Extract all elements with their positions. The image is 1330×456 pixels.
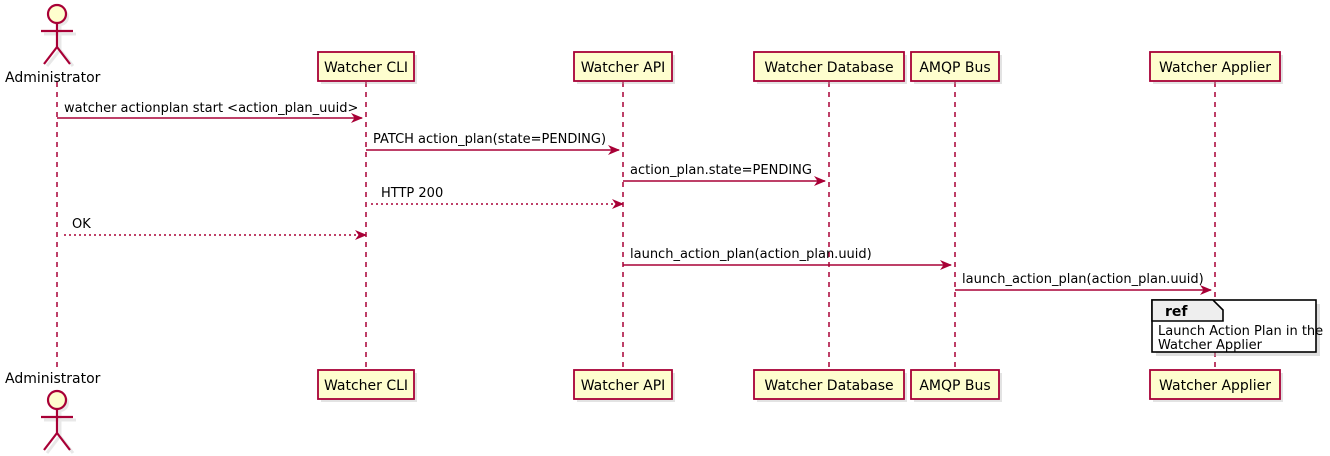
actor-head-icon <box>46 389 68 411</box>
participant-label-watcher-database: Watcher Database <box>764 60 893 76</box>
message-label: launch_action_plan(action_plan.uuid) <box>630 247 872 262</box>
participant-label-amqp-bus: AMQP Bus <box>919 60 990 76</box>
ref-fragment-body-line-1: Launch Action Plan in the <box>1158 324 1323 339</box>
actor-administrator-bottom[interactable]: Administrator <box>5 371 101 454</box>
participant-box <box>317 51 415 82</box>
message-label: action_plan.state=PENDING <box>630 163 812 178</box>
actor-leg-right-icon <box>56 432 71 451</box>
participant-label-watcher-api: Watcher API <box>581 60 666 76</box>
message-patch-action-plan[interactable]: PATCH action_plan(state=PENDING) <box>366 132 620 155</box>
participant-boxes-bottom: Watcher CLI Watcher API Watcher Database… <box>317 369 1283 402</box>
participant-box <box>573 51 673 82</box>
message-launch-action-plan-api-to-amqp[interactable]: launch_action_plan(action_plan.uuid) <box>623 247 952 270</box>
message-label: watcher actionplan start <action_plan_uu… <box>64 101 358 116</box>
actor-leg-left-icon <box>43 432 58 451</box>
lifelines-group <box>56 82 1216 372</box>
message-label: OK <box>72 217 91 232</box>
actor-label-administrator-top: Administrator <box>5 70 101 86</box>
message-label: PATCH action_plan(state=PENDING) <box>373 132 606 147</box>
ref-fragment[interactable]: ref Launch Action Plan in the Watcher Ap… <box>1151 299 1323 356</box>
message-action-plan-state-pending[interactable]: action_plan.state=PENDING <box>623 163 826 186</box>
ref-fragment-tag-shape <box>1151 299 1224 322</box>
participant-label-watcher-database: Watcher Database <box>764 378 893 394</box>
message-label: HTTP 200 <box>381 186 443 201</box>
message-http-200[interactable]: HTTP 200 <box>370 186 624 209</box>
participant-box <box>317 369 415 400</box>
participant-watcher-database-bottom[interactable]: Watcher Database <box>753 369 907 402</box>
participant-label-watcher-applier: Watcher Applier <box>1159 378 1271 394</box>
participant-watcher-cli-bottom[interactable]: Watcher CLI <box>317 369 417 402</box>
participant-label-watcher-api: Watcher API <box>581 378 666 394</box>
message-launch-action-plan-amqp-to-applier[interactable]: launch_action_plan(action_plan.uuid) <box>955 272 1212 295</box>
actor-head-icon <box>46 3 68 25</box>
participant-box <box>1149 369 1281 400</box>
participant-watcher-applier-top[interactable]: Watcher Applier <box>1149 51 1283 84</box>
ref-fragment-body-line-2: Watcher Applier <box>1158 338 1263 353</box>
participant-watcher-api-bottom[interactable]: Watcher API <box>573 369 675 402</box>
participant-boxes-top: Watcher CLI Watcher API Watcher Database… <box>317 51 1283 84</box>
messages-group: watcher actionplan start <action_plan_uu… <box>57 101 1212 295</box>
participant-amqp-bus-bottom[interactable]: AMQP Bus <box>910 369 1002 402</box>
participant-box <box>753 51 905 82</box>
message-watcher-actionplan-start[interactable]: watcher actionplan start <action_plan_uu… <box>57 101 363 123</box>
participant-box <box>753 369 905 400</box>
participant-watcher-database-top[interactable]: Watcher Database <box>753 51 907 84</box>
actor-administrator-top[interactable]: Administrator <box>5 3 101 86</box>
message-ok[interactable]: OK <box>61 217 367 240</box>
participant-box <box>1149 51 1281 82</box>
actor-leg-left-icon <box>43 46 58 65</box>
participant-watcher-cli-top[interactable]: Watcher CLI <box>317 51 417 84</box>
participant-box <box>573 369 673 400</box>
participant-box <box>910 369 1000 400</box>
actor-leg-right-icon <box>56 46 71 65</box>
participant-label-watcher-cli: Watcher CLI <box>324 60 408 76</box>
participant-watcher-api-top[interactable]: Watcher API <box>573 51 675 84</box>
participant-label-watcher-applier: Watcher Applier <box>1159 60 1271 76</box>
ref-fragment-tag-label: ref <box>1165 304 1188 320</box>
participant-box <box>910 51 1000 82</box>
participant-label-watcher-cli: Watcher CLI <box>324 378 408 394</box>
participant-watcher-applier-bottom[interactable]: Watcher Applier <box>1149 369 1283 402</box>
participant-label-amqp-bus: AMQP Bus <box>919 378 990 394</box>
actor-label-administrator-bottom: Administrator <box>5 371 101 387</box>
participant-amqp-bus-top[interactable]: AMQP Bus <box>910 51 1002 84</box>
message-label: launch_action_plan(action_plan.uuid) <box>962 272 1204 287</box>
